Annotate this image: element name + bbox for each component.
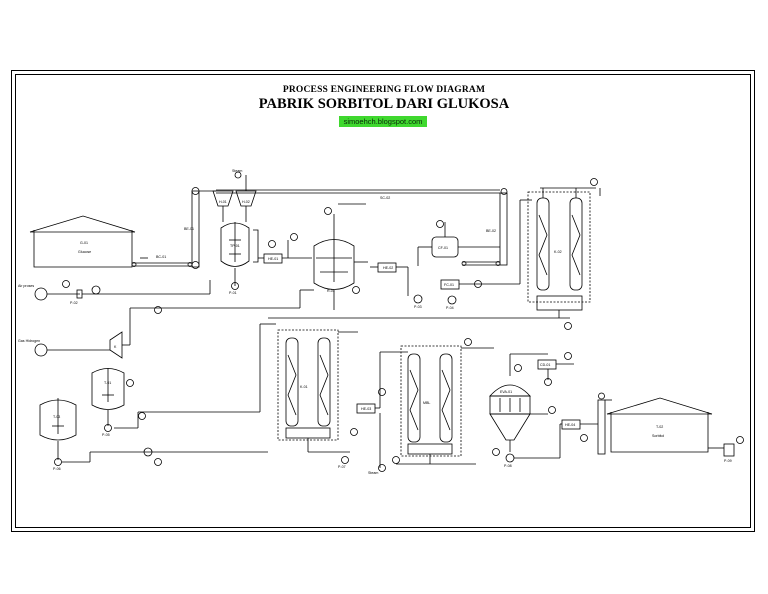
filter — [440, 199, 532, 305]
evaporator-tag: EVA-01 — [500, 390, 512, 394]
cooler — [548, 392, 612, 458]
bucket-elevator-2 — [461, 192, 508, 266]
storage-tank-2 — [91, 368, 134, 432]
pump-tag-3: P-03 — [414, 305, 422, 309]
ion-exchanger-2-tag: K-02 — [554, 250, 562, 254]
feed-line-bottom — [62, 323, 276, 466]
heater-3-tag: HE-03 — [361, 407, 371, 411]
warehouse-glucose-name: Glucose — [78, 250, 91, 254]
belt-conveyor — [131, 257, 193, 267]
ion-exchanger-mbl-tag: MBL — [423, 401, 430, 405]
warehouse-sorbitol-name: Sorbitol — [652, 434, 664, 438]
steam-label-2: Steam — [232, 169, 242, 173]
evaporator — [489, 353, 560, 463]
storage-tank-1 — [39, 398, 77, 466]
pump-tag-1: P-01 — [229, 291, 237, 295]
hopper-1-tag: H-01 — [219, 200, 227, 204]
pump-tag-5: P-05 — [102, 433, 110, 437]
reactor-tag: R-01 — [327, 289, 335, 293]
crystallizer-tag: CF-01 — [438, 246, 448, 250]
hopper-2 — [234, 171, 257, 222]
watermark-label: simoehch.blogspot.com — [339, 116, 427, 127]
pump-tag-6: P-06 — [53, 467, 61, 471]
pump-tag-7: P-07 — [338, 465, 346, 469]
compressor-tag: K — [114, 345, 117, 349]
bucket-elevator — [191, 187, 216, 269]
pump-tag-9: P-09 — [724, 459, 732, 463]
condenser-tag: CD-01 — [540, 363, 550, 367]
mixing-tank — [220, 222, 259, 290]
condenser — [537, 352, 574, 386]
diagram-subtitle: PABRIK SORBITOL DARI GLUKOSA — [258, 96, 510, 112]
hopper-2-tag: H-02 — [242, 200, 250, 204]
warehouse-sorbitol — [606, 397, 744, 457]
storage-tank-2-tag: T-01 — [104, 381, 111, 385]
hydrogen-gas-line — [34, 289, 314, 359]
drawing-inner-frame — [15, 74, 751, 528]
cooler-tag: HE-04 — [565, 423, 575, 427]
screw-conveyor-tag: SC-02 — [380, 196, 390, 200]
heater-1 — [258, 233, 312, 264]
diagram-title: PROCESS ENGINEERING FLOW DIAGRAM — [282, 85, 486, 95]
ion-exchanger-pair-bottom — [277, 329, 358, 464]
heater-3 — [356, 351, 408, 472]
storage-tank-1-tag: T-03 — [53, 415, 60, 419]
drawing-frame — [11, 70, 755, 532]
reactor — [313, 203, 368, 310]
ion-exchanger-pair-top — [268, 178, 601, 330]
ion-exchanger-1-tag: K-01 — [300, 385, 308, 389]
heater-2 — [370, 262, 423, 304]
heater-2-tag: HE-02 — [383, 266, 393, 270]
hydrogen-label: Gas Hidrogen — [18, 339, 40, 343]
warehouse-glucose — [29, 215, 136, 268]
pump-tag-8: P-08 — [504, 464, 512, 468]
air-process-line — [34, 280, 211, 301]
crystallizer — [417, 220, 500, 266]
screw-conveyor-line — [216, 188, 508, 195]
filter-tag: FC-01 — [444, 283, 454, 287]
pump-tag-2: P-02 — [70, 301, 78, 305]
mixing-tank-tag: TP-01 — [230, 244, 240, 248]
belt-conveyor-tag: BC-01 — [156, 255, 166, 259]
bucket-elevator-2-tag: BE-02 — [486, 229, 496, 233]
air-process-label: Air proses — [18, 284, 34, 288]
warehouse-sorbitol-tag: T-02 — [656, 425, 663, 429]
ion-exchanger-mbl — [392, 338, 494, 465]
hopper-1 — [212, 190, 234, 222]
heater-1-tag: HE-01 — [268, 257, 278, 261]
pump-tag-4: P-04 — [446, 306, 454, 310]
warehouse-glucose-tag: G-01 — [80, 241, 88, 245]
bucket-elevator-tag: BE-01 — [184, 227, 194, 231]
steam-label: Steam — [368, 471, 378, 475]
